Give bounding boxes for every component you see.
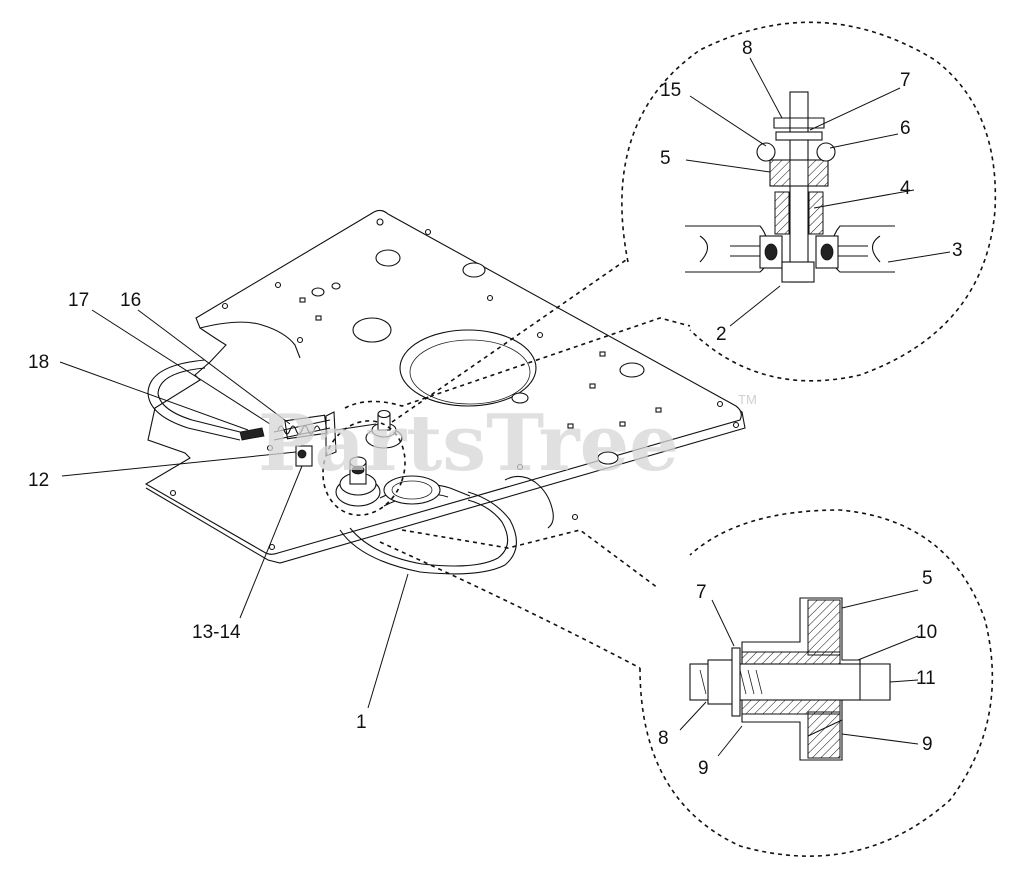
- callout-9-left: 9: [698, 758, 709, 779]
- deck-plate: [144, 209, 746, 564]
- callout-6: 6: [900, 118, 911, 139]
- detail-view-lower: [639, 509, 994, 857]
- callout-9-right: 9: [922, 734, 933, 755]
- callout-labels: 8 7 15 6 5 4 3 2 17 16 18 12 13-14 1 7 5…: [28, 38, 963, 779]
- detail-indicator-lines: [322, 259, 691, 669]
- detail-view-upper: [621, 21, 997, 382]
- watermark-trademark: TM: [738, 392, 757, 407]
- upper-pulley: [365, 409, 403, 449]
- tension-spring-assembly: [239, 411, 377, 467]
- watermark: PartsTree TM: [258, 392, 757, 489]
- callout-5-top: 5: [660, 148, 671, 169]
- callout-3: 3: [952, 240, 963, 261]
- leader-lines: [59, 57, 951, 757]
- callout-16: 16: [120, 290, 141, 311]
- idler-pulley-assembly: [335, 456, 441, 507]
- callout-18: 18: [28, 352, 49, 373]
- callout-5-bottom: 5: [922, 568, 933, 589]
- callout-12: 12: [28, 470, 49, 491]
- callout-2: 2: [716, 324, 727, 345]
- callout-8-bottom: 8: [658, 728, 669, 749]
- callout-10: 10: [916, 622, 937, 643]
- callout-1: 1: [356, 712, 367, 733]
- callout-11: 11: [916, 668, 936, 689]
- callout-13-14: 13-14: [192, 622, 241, 643]
- callout-7-bottom: 7: [696, 582, 707, 603]
- callout-7-top: 7: [900, 70, 911, 91]
- callout-17: 17: [68, 290, 89, 311]
- callout-8-top: 8: [742, 38, 753, 59]
- callout-15: 15: [660, 80, 681, 101]
- callout-4: 4: [900, 178, 911, 199]
- watermark-text: PartsTree: [258, 398, 679, 489]
